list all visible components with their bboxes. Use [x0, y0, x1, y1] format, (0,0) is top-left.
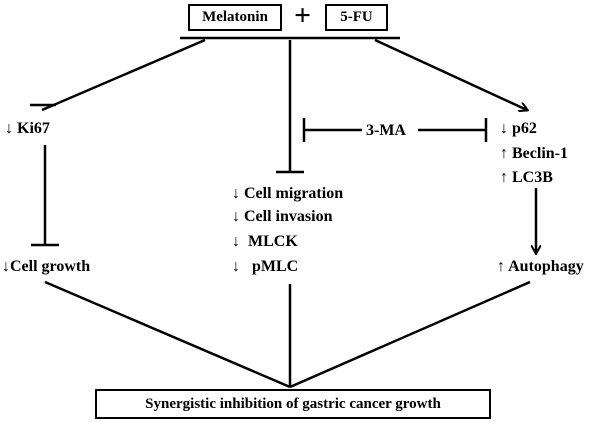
outcome-label: Synergistic inhibition of gastric cancer… [145, 395, 441, 412]
outcome-box: Synergistic inhibition of gastric cancer… [95, 389, 491, 419]
cell-growth-label: ↓Cell growth [2, 258, 91, 275]
lc3b-label: ↑ LC3B [500, 169, 553, 186]
five-fu-label: 5-FU [340, 9, 373, 25]
converge-line-left [44, 280, 291, 389]
cell-migration-label: ↓ Cell migration [232, 185, 344, 202]
autophagy-label: ↑ Autophagy [497, 258, 584, 275]
p62-label: ↓ p62 [500, 120, 537, 137]
converge-line-right [289, 280, 531, 389]
pmlc-label: ↓ pMLC [232, 258, 299, 275]
beclin1-label: ↑ Beclin-1 [500, 145, 568, 162]
five-fu-box: 5-FU [325, 4, 388, 31]
cell-invasion-label: ↓ Cell invasion [232, 208, 333, 225]
mlck-label: ↓ MLCK [232, 233, 298, 250]
melatonin-box: Melatonin [188, 4, 282, 31]
three-ma-label: 3-MA [366, 122, 406, 139]
activate-arrow-p62 [374, 38, 527, 110]
melatonin-label: Melatonin [202, 9, 268, 25]
plus-sign: + [294, 0, 312, 32]
inhibit-line-ki67 [41, 38, 206, 112]
ki67-label: ↓ Ki67 [5, 120, 50, 137]
